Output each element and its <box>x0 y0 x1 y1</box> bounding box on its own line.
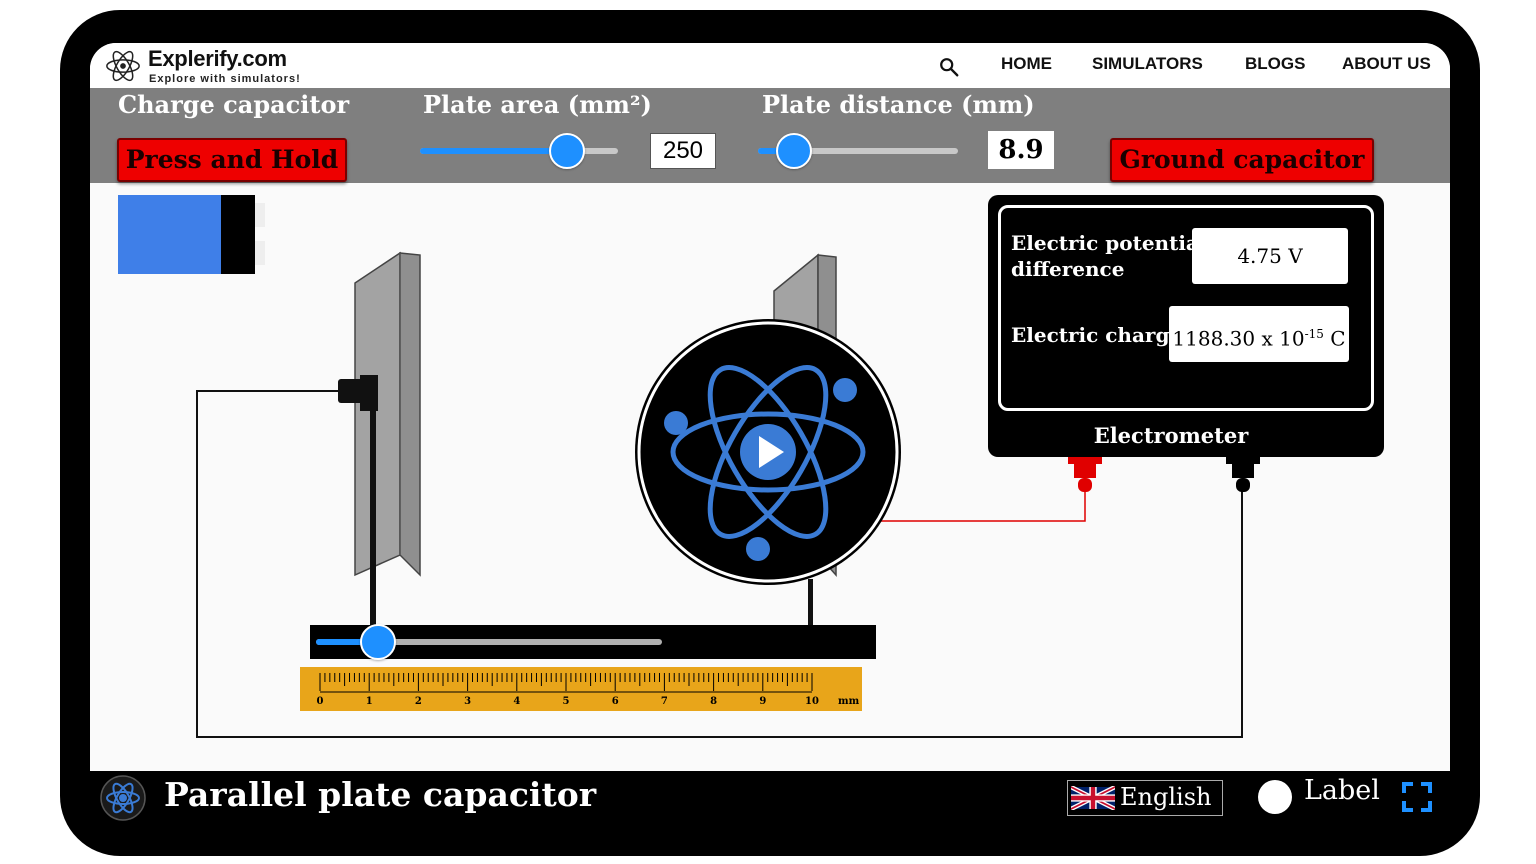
black-probe[interactable] <box>1226 456 1260 492</box>
ruler-tick-label: 6 <box>612 696 619 707</box>
plate-area-slider-thumb[interactable] <box>548 133 585 169</box>
search-icon[interactable] <box>938 56 960 78</box>
red-wire <box>876 483 1086 522</box>
plate-position-slider-thumb[interactable] <box>360 624 397 660</box>
battery-icon <box>118 195 265 274</box>
ruler-tick-label: 9 <box>759 696 766 707</box>
plate-area-label: Plate area (mm²) <box>423 90 652 119</box>
potential-unit: V <box>1288 244 1303 268</box>
ground-capacitor-button[interactable]: Ground capacitor <box>1110 138 1374 182</box>
ruler-unit-label: mm <box>838 696 860 707</box>
app-screen: Explerify.com Explore with simulators! H… <box>90 43 1450 771</box>
left-capacitor-plate <box>338 251 421 627</box>
charge-exponent: -15 <box>1304 327 1324 341</box>
plate-area-value[interactable]: 250 <box>650 133 716 169</box>
potential-value: 4.75 <box>1237 244 1282 268</box>
potential-difference-readout: 4.75 V <box>1192 228 1348 284</box>
plate-distance-slider-thumb[interactable] <box>776 133 812 169</box>
video-play-overlay[interactable] <box>633 317 903 587</box>
top-nav: Explerify.com Explore with simulators! H… <box>90 43 1450 88</box>
language-selector[interactable]: English <box>1067 780 1223 816</box>
fullscreen-icon[interactable] <box>1402 782 1432 812</box>
ruler-tick-label: 8 <box>710 696 717 707</box>
potential-difference-label-line2: difference <box>1011 257 1125 281</box>
electrometer: Electric potential difference 4.75 V Ele… <box>988 195 1384 457</box>
electrometer-title: Electrometer <box>1093 423 1249 448</box>
label-toggle[interactable] <box>1258 780 1292 814</box>
play-icon <box>759 436 784 468</box>
plate-position-slider-fill <box>316 639 379 645</box>
ruler: 0 1 2 3 4 5 6 7 8 9 10 mm <box>300 667 862 711</box>
language-label: English <box>1120 783 1212 811</box>
red-probe[interactable] <box>1068 456 1102 492</box>
label-toggle-text: Label <box>1304 775 1380 806</box>
atom-footer-icon[interactable] <box>100 775 146 821</box>
control-toolbar: Charge capacitor Press and Hold Plate ar… <box>90 88 1450 183</box>
simulator-title: Parallel plate capacitor <box>164 775 597 814</box>
atom-logo-icon[interactable] <box>104 47 142 85</box>
nav-home[interactable]: HOME <box>1001 54 1052 73</box>
footer-bar: Parallel plate capacitor English Label <box>90 771 1450 827</box>
ruler-tick-label: 5 <box>563 696 570 707</box>
brand-tagline: Explore with simulators! <box>149 73 301 85</box>
uk-flag-icon <box>1071 786 1115 810</box>
press-and-hold-button[interactable]: Press and Hold <box>117 138 347 182</box>
nav-simulators[interactable]: SIMULATORS <box>1092 54 1203 73</box>
charge-value: 1188.30 x 10 <box>1172 326 1305 351</box>
brand-name[interactable]: Explerify.com <box>148 46 287 71</box>
nav-blogs[interactable]: BLOGS <box>1245 54 1306 73</box>
atom-icon <box>670 365 866 539</box>
ruler-tick-label: 10 <box>805 696 819 707</box>
charge-capacitor-label: Charge capacitor <box>118 90 350 119</box>
plate-distance-value[interactable]: 8.9 <box>988 131 1054 169</box>
ruler-tick-label: 4 <box>513 696 520 707</box>
ruler-tick-label: 7 <box>661 696 668 707</box>
ruler-tick-label: 3 <box>464 696 471 707</box>
ruler-tick-label: 2 <box>415 696 422 707</box>
plate-distance-label: Plate distance (mm) <box>762 90 1035 119</box>
plate-area-slider[interactable] <box>420 133 618 169</box>
ruler-tick-label: 0 <box>317 696 324 707</box>
plate-distance-slider[interactable] <box>758 133 958 169</box>
nav-about-us[interactable]: ABOUT US <box>1342 54 1431 73</box>
charge-unit: C <box>1330 326 1346 351</box>
plate-position-slider[interactable] <box>316 624 662 660</box>
electric-charge-label: Electric charge <box>1011 323 1183 347</box>
plate-area-slider-fill <box>420 148 567 154</box>
potential-difference-label-line1: Electric potential <box>1011 231 1207 255</box>
electric-charge-readout: 1188.30 x 10-15 C <box>1169 306 1349 362</box>
electrometer-display: Electric potential difference 4.75 V Ele… <box>998 205 1374 411</box>
simulation-canvas: 0 1 2 3 4 5 6 7 8 9 10 mm <box>90 183 1450 771</box>
black-wire <box>196 390 1243 738</box>
ruler-tick-label: 1 <box>366 696 373 707</box>
